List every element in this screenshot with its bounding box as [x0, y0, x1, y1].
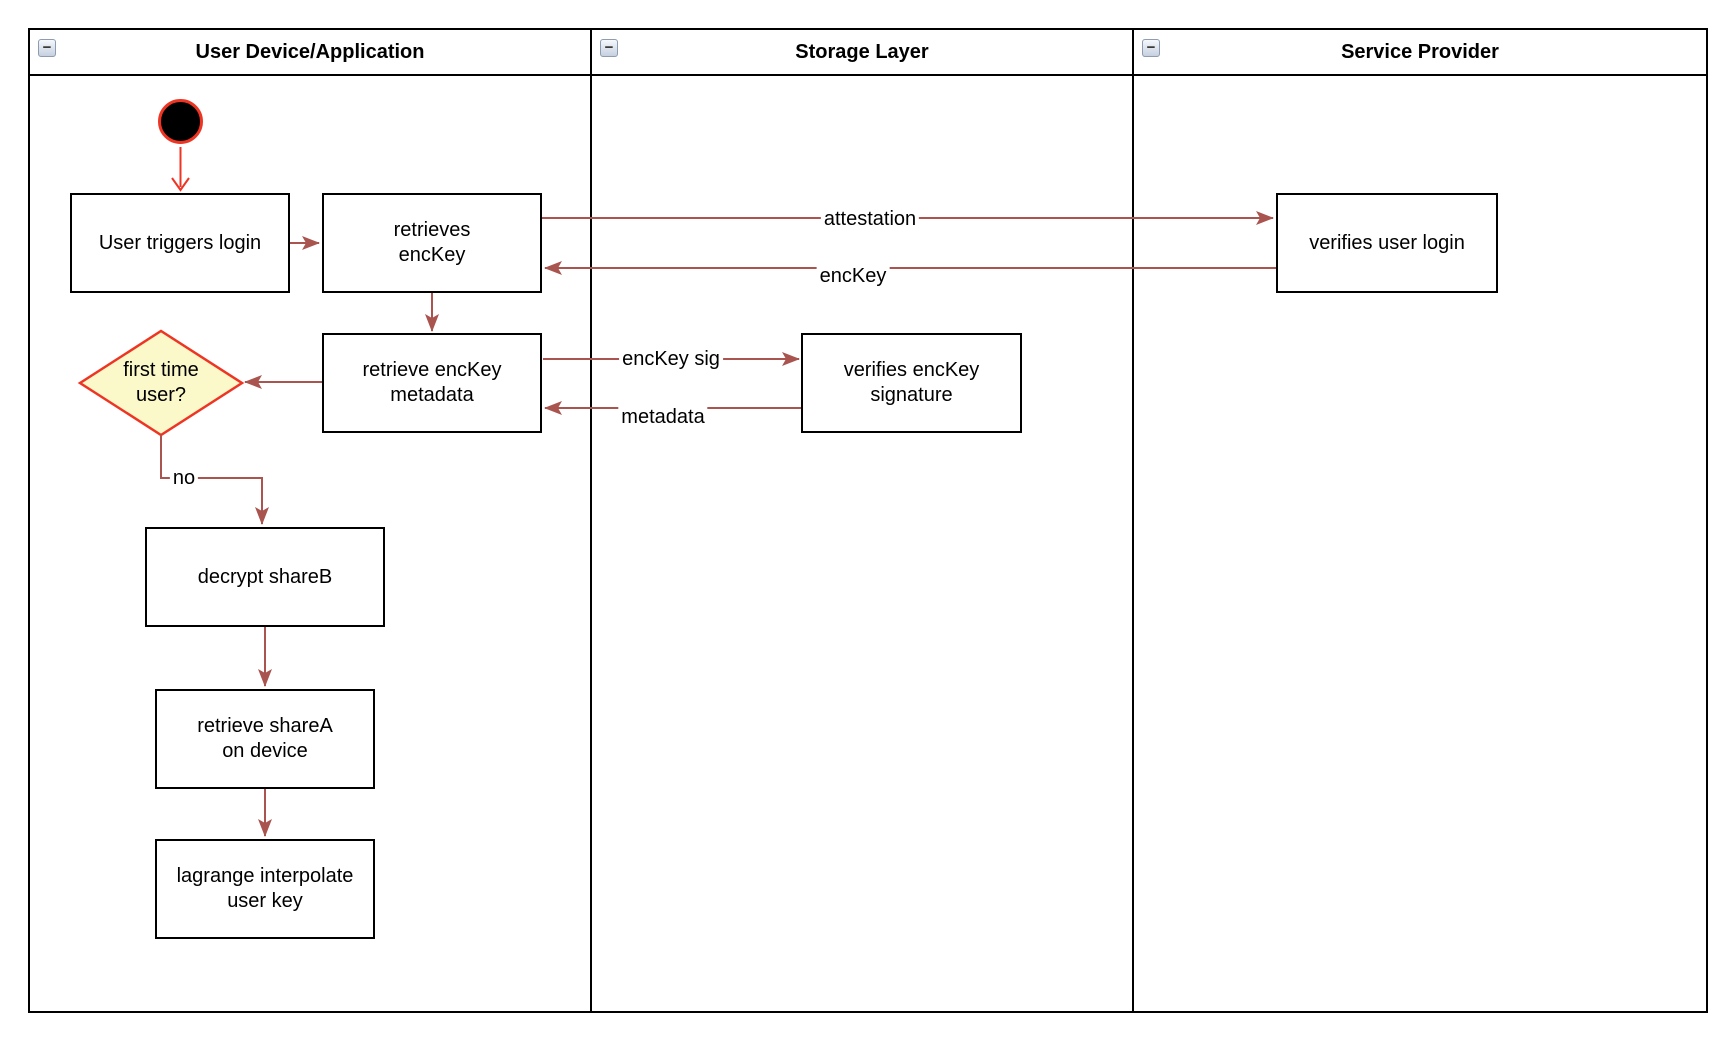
node-retrieve-sharea-on-device[interactable]: retrieve shareA on device [155, 689, 375, 789]
lane-divider-2 [1132, 30, 1134, 1011]
decision-first-time-user-label: first time user? [123, 359, 199, 406]
node-retrieve-enckey-metadata[interactable]: retrieve encKey metadata [322, 333, 542, 433]
lane-title-user-device: User Device/Application [195, 40, 425, 63]
collapse-minus-icon[interactable]: − [1142, 39, 1160, 57]
initial-node[interactable] [158, 99, 203, 144]
node-user-triggers-login[interactable]: User triggers login [70, 193, 290, 293]
edge-label-enckey-sig: encKey sig [619, 348, 723, 370]
lane-header-user-device: − User Device/Application [30, 30, 590, 74]
collapse-minus-icon[interactable]: − [38, 39, 56, 57]
node-lagrange-interpolate-user-key[interactable]: lagrange interpolate user key [155, 839, 375, 939]
node-decrypt-shareb[interactable]: decrypt shareB [145, 527, 385, 627]
node-retrieves-enckey[interactable]: retrieves encKey [322, 193, 542, 293]
lane-header-storage-layer: − Storage Layer [592, 30, 1132, 74]
collapse-minus-icon[interactable]: − [600, 39, 618, 57]
lane-divider-1 [590, 30, 592, 1011]
lane-title-storage-layer: Storage Layer [795, 40, 929, 63]
lane-header-separator [30, 74, 1706, 76]
edge-label-enckey: encKey [816, 265, 890, 287]
edge-label-attestation: attestation [820, 208, 920, 230]
lane-header-service-provider: − Service Provider [1134, 30, 1706, 74]
node-verifies-user-login[interactable]: verifies user login [1276, 193, 1498, 293]
lane-title-service-provider: Service Provider [1341, 40, 1499, 63]
edge-label-no: no [169, 467, 199, 489]
node-verifies-enckey-signature[interactable]: verifies encKey signature [801, 333, 1022, 433]
edge-label-metadata: metadata [618, 406, 708, 428]
